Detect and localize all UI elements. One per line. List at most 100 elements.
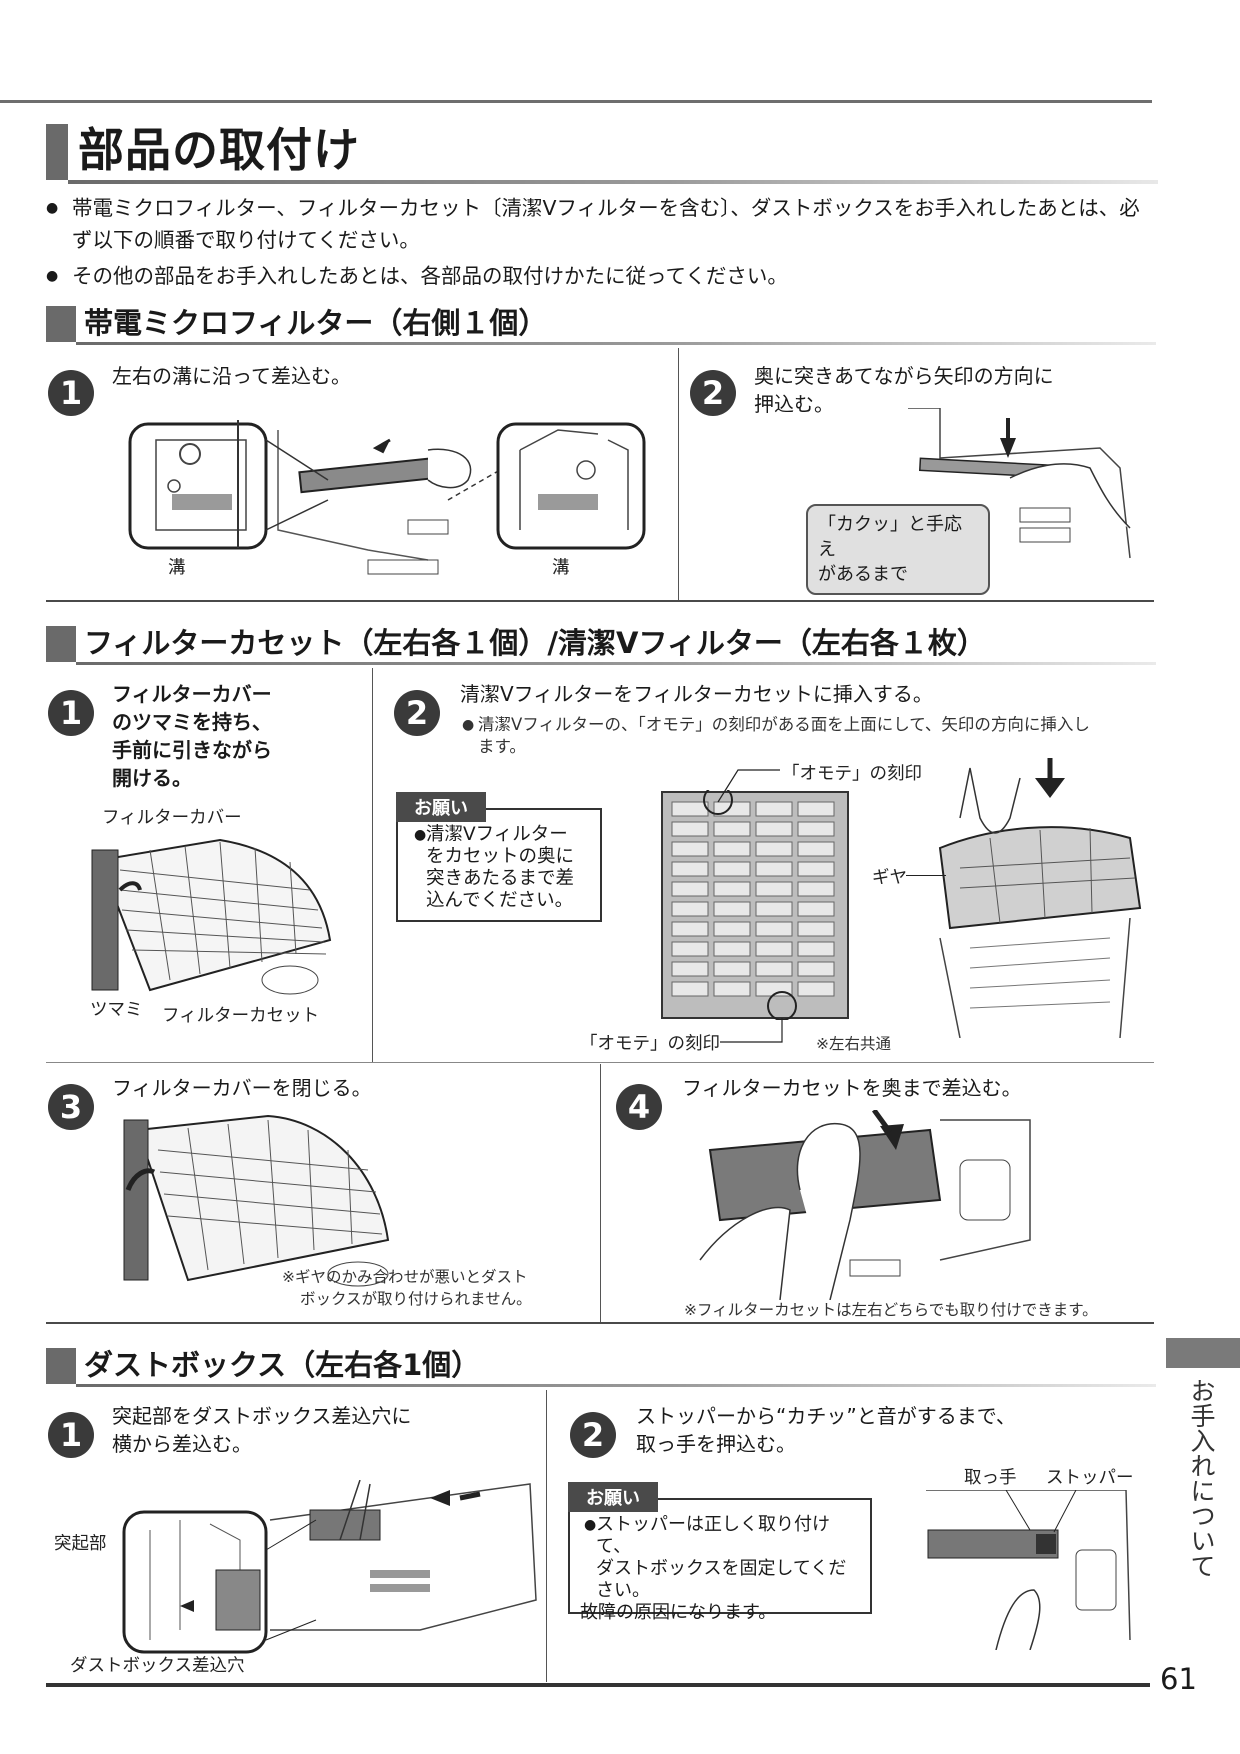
step-number: 2 <box>394 690 440 736</box>
dust-box-push-illustration <box>926 1490 1131 1650</box>
step-text: ストッパーから“カチッ”と音がするまで、 取っ手を押込む。 <box>636 1402 1016 1458</box>
insert-cassette-illustration <box>699 1110 1031 1300</box>
step-text-line: 手前に引きながら <box>112 738 272 762</box>
dust-box-insert-illustration <box>122 1480 537 1654</box>
step-number: 1 <box>48 1412 94 1458</box>
section-title: フィルターカセット（左右各１個）/清潔Vフィルター（左右各１枚） <box>84 626 986 660</box>
filter-cassette-open-illustration <box>91 838 332 995</box>
gear-leader <box>906 875 946 876</box>
step-note: ※フィルターカセットは左右どちらでも取り付けできます。 <box>684 1301 1098 1319</box>
step-text: 清潔Vフィルターをフィルターカセットに挿入する。 <box>460 682 933 706</box>
caution-title: お願い <box>396 792 486 822</box>
step-number: 2 <box>570 1412 616 1458</box>
section-tab <box>1166 1338 1240 1368</box>
note-line: ※ギヤのかみ合わせが悪いとダスト <box>282 1268 528 1286</box>
caution-title: お願い <box>568 1482 658 1512</box>
label-omote-top: 「オモテ」の刻印 <box>782 764 922 784</box>
label-omote-bottom: 「オモテ」の刻印 <box>580 1034 720 1054</box>
callout-line: 「カクッ」と手応え <box>818 514 962 560</box>
step-text: 突起部をダストボックス差込穴に 横から差込む。 <box>112 1402 411 1458</box>
intro-list: 帯電ミクロフィルター、フィルターカセット〔清潔Vフィルターを含む〕、ダストボック… <box>42 192 1142 292</box>
intro-item: 帯電ミクロフィルター、フィルターカセット〔清潔Vフィルターを含む〕、ダストボック… <box>42 192 1142 256</box>
section-underline <box>76 1384 1156 1387</box>
section-title: ダストボックス（左右各1個） <box>84 1348 481 1382</box>
label-gear: ギヤ <box>872 868 907 888</box>
page-number: 61 <box>1160 1662 1197 1696</box>
step-text: 奥に突きあてながら矢印の方向に 押込む。 <box>754 362 1054 418</box>
section-title: 帯電ミクロフィルター（右側１個） <box>84 306 548 340</box>
section-underline <box>76 662 1156 665</box>
page-title: 部品の取付け <box>78 123 360 177</box>
note-line: ボックスが取り付けられません。 <box>300 1290 532 1308</box>
section-marker <box>46 1348 76 1384</box>
omote-leader-lines <box>717 769 783 1043</box>
caution-line: 突きあたるまで差 <box>426 868 575 889</box>
micro-filter-illustration <box>128 420 646 575</box>
step-text-line: 突起部をダストボックス差込穴に <box>112 1404 412 1428</box>
section-underline <box>76 342 1156 345</box>
label-filter-cover: フィルターカバー <box>102 808 242 828</box>
label-common: ※左右共通 <box>816 1035 891 1053</box>
caution-line: 清潔Vフィルター <box>410 824 592 846</box>
step-text-line: 開ける。 <box>112 766 192 790</box>
section-marker <box>46 306 76 342</box>
caution-line: 込んでください。 <box>426 890 574 911</box>
section-heading-micro-filter: 帯電ミクロフィルター（右側１個） <box>46 302 1156 346</box>
step-text: 左右の溝に沿って差込む。 <box>112 364 351 388</box>
step-text-line: フィルターカバー <box>112 682 272 706</box>
label-insertion-hole: ダストボックス差込穴 <box>70 1656 245 1676</box>
step-text-line: 取っ手を押込む。 <box>636 1432 796 1456</box>
note-line: ます。 <box>478 737 526 756</box>
step-number: 3 <box>48 1084 94 1130</box>
label-knob: ツマミ <box>90 1000 143 1020</box>
step-text: フィルターカバー のツマミを持ち、 手前に引きながら 開ける。 <box>112 680 272 792</box>
divider <box>46 1062 1154 1063</box>
filter-cover-close-illustration <box>123 1114 390 1287</box>
step-number: 2 <box>690 370 736 416</box>
step-note: 清潔Vフィルターの、「オモテ」の刻印がある面を上面にして、矢印の方向に挿入し ま… <box>458 714 1148 758</box>
step-text-line: 押込む。 <box>754 392 834 416</box>
caution-line: をカセットの奥に <box>426 846 575 867</box>
label-stopper: ストッパー <box>1046 1468 1134 1488</box>
footer-rule <box>46 1683 1150 1687</box>
step-text-line: のツマミを持ち、 <box>112 710 272 734</box>
top-rule <box>0 100 1152 103</box>
label-handle: 取っ手 <box>964 1468 1017 1488</box>
divider <box>372 668 373 1062</box>
section-tab-label: お手入れについて <box>1187 1378 1216 1578</box>
label-protrusion: 突起部 <box>54 1534 107 1554</box>
divider <box>600 1064 601 1322</box>
divider <box>546 1390 547 1682</box>
insert-filter-illustration <box>938 758 1142 1038</box>
step-text: フィルターカセットを奥まで差込む。 <box>682 1076 1022 1100</box>
micro-filter-push-illustration <box>908 408 1131 559</box>
label-groove-right: 溝 <box>552 558 570 578</box>
step-number: 4 <box>616 1084 662 1130</box>
note-line: 清潔Vフィルターの、「オモテ」の刻印がある面を上面にして、矢印の方向に挿入し <box>458 714 1148 736</box>
section-heading-filter-cassette: フィルターカセット（左右各１個）/清潔Vフィルター（左右各１枚） <box>46 622 1156 666</box>
divider <box>678 348 679 600</box>
caution-box: お願い 清潔Vフィルター をカセットの奥に 突きあたるまで差 込んでください。 <box>396 792 602 922</box>
caution-body: ストッパーは正しく取り付けて、 ダストボックスを固定してくだ さい。 故障の原因… <box>570 1500 870 1624</box>
step-text-line: ストッパーから“カチッ”と音がするまで、 <box>636 1404 1016 1428</box>
label-groove-left: 溝 <box>168 558 186 578</box>
step-text: フィルターカバーを閉じる。 <box>112 1076 372 1100</box>
page-title-bar: 部品の取付け <box>46 120 1158 184</box>
caution-line: ダストボックスを固定してくだ <box>596 1558 847 1579</box>
caution-line: さい。 <box>596 1580 650 1601</box>
clean-v-filter-illustration <box>661 790 849 1020</box>
title-underline <box>68 180 1158 184</box>
step-note: ※ギヤのかみ合わせが悪いとダスト ボックスが取り付けられません。 <box>282 1266 532 1310</box>
divider <box>46 1322 1154 1324</box>
caution-line: ストッパーは正しく取り付けて、 <box>580 1514 862 1558</box>
label-cassette: フィルターカセット <box>162 1006 320 1026</box>
caution-box: お願い ストッパーは正しく取り付けて、 ダストボックスを固定してくだ さい。 故… <box>568 1482 872 1623</box>
title-marker <box>46 124 68 180</box>
step-number: 1 <box>48 370 94 416</box>
callout-line: があるまで <box>818 564 908 585</box>
intro-item: その他の部品をお手入れしたあとは、各部品の取付けかたに従ってください。 <box>42 260 1142 292</box>
step-number: 1 <box>48 690 94 736</box>
section-marker <box>46 626 76 662</box>
section-heading-dust-box: ダストボックス（左右各1個） <box>46 1344 1156 1388</box>
step-text-line: 横から差込む。 <box>112 1432 252 1456</box>
